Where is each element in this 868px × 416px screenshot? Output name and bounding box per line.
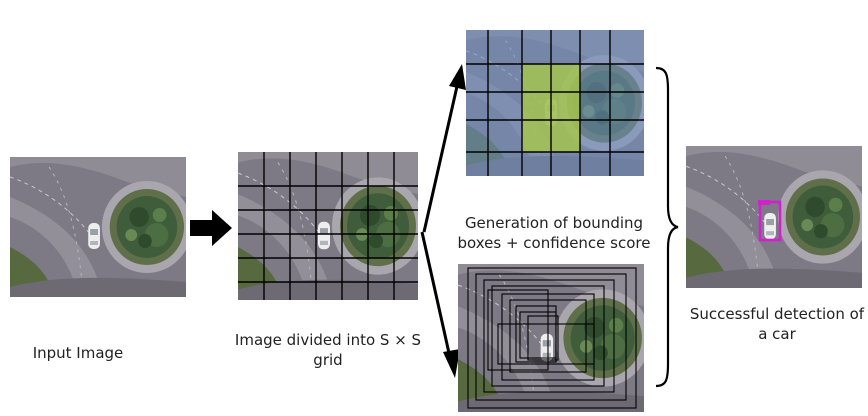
candidate-bounding-boxes [467,267,637,409]
thick-right-arrow-icon [190,210,232,246]
confidence-grid-image [466,30,644,176]
bounding-boxes-image [458,264,644,412]
diagonal-down-arrow-icon [420,231,460,378]
grid-caption: Image divided into S × S grid [234,331,422,369]
detection-result-image [686,146,862,288]
bounding-boxes-caption: Generation of bounding boxes + confidenc… [457,214,651,252]
grid-overlay [238,152,418,300]
right-curly-brace-icon [655,66,679,388]
diagonal-up-arrow-icon [422,64,466,233]
confidence-grid-overlay [466,30,644,176]
input-image-caption: Input Image [32,344,124,362]
detection-caption: Successful detection of a car [689,305,865,343]
input-aerial-image [10,157,186,297]
grid-divided-image [238,152,418,300]
